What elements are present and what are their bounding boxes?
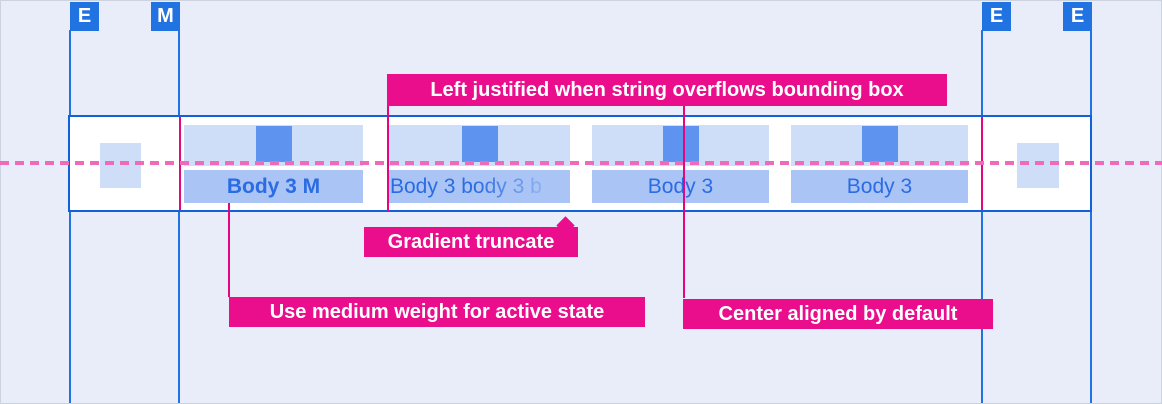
tab-label: Body 3 xyxy=(791,170,968,203)
annotation-medium-weight: Use medium weight for active state xyxy=(229,297,645,327)
guide-line-right-e1 xyxy=(981,30,983,403)
gradient-truncate-fade xyxy=(475,170,570,203)
guide-line-left-m xyxy=(178,30,180,403)
spacing-marker-e-left: E xyxy=(70,2,99,31)
tab-icon-placeholder xyxy=(861,126,898,162)
peek-tab-right xyxy=(1017,143,1059,188)
tab-item-default[interactable]: Body 3 xyxy=(592,125,769,203)
tab-item-active[interactable]: Body 3 M xyxy=(184,125,363,203)
tab-label: Body 3 M xyxy=(184,170,363,203)
peek-tab-left xyxy=(100,143,141,188)
guide-line-left-e xyxy=(69,30,71,403)
leader-line-center-aligned xyxy=(683,106,685,298)
annotation-left-justified: Left justified when string overflows bou… xyxy=(387,74,947,106)
leader-line-medium-weight xyxy=(228,203,230,297)
spacing-marker-m: M xyxy=(151,2,180,31)
annotation-center-aligned: Center aligned by default xyxy=(683,299,993,329)
dashed-centerline xyxy=(0,161,1162,165)
annotation-gradient-truncate: Gradient truncate xyxy=(364,227,578,257)
tab-label: Body 3 xyxy=(592,170,769,203)
spacing-marker-e-right2: E xyxy=(1063,2,1092,31)
spacing-marker-e-right1: E xyxy=(982,2,1011,31)
tab-icon-placeholder xyxy=(461,126,498,162)
tab-item-overflow[interactable]: Body 3 body 3 b xyxy=(389,125,570,203)
tab-icon-placeholder xyxy=(255,126,292,162)
leader-line-overflow xyxy=(387,106,389,212)
tab-item-default-2[interactable]: Body 3 xyxy=(791,125,968,203)
guide-line-right-e2 xyxy=(1090,30,1092,403)
tab-icon-placeholder xyxy=(662,126,699,162)
